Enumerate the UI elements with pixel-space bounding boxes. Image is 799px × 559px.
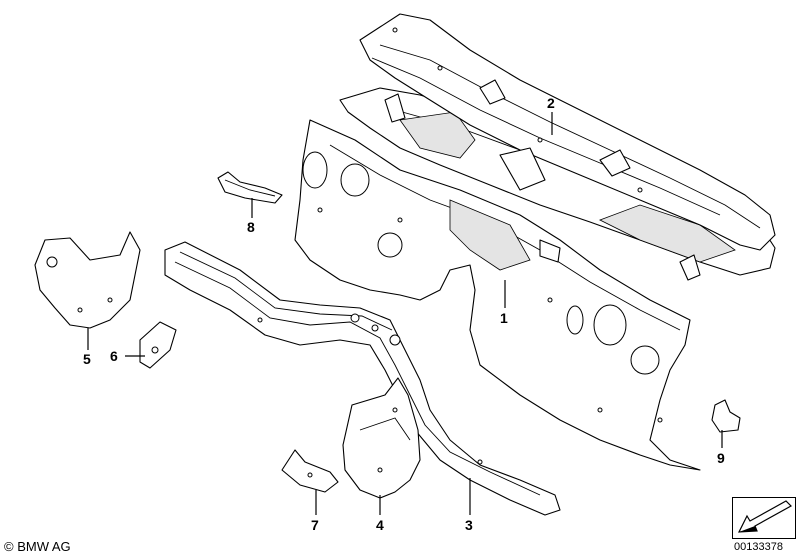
callout-6[interactable]: 6 <box>110 348 118 364</box>
part-5-bracket[interactable] <box>34 231 141 329</box>
part-4-wheel-arch-reinforcement[interactable] <box>342 377 421 499</box>
direction-arrow-icon <box>732 497 796 539</box>
copyright-text: © BMW AG <box>4 539 71 554</box>
part-9-bracket[interactable] <box>711 399 741 433</box>
part-8-bracket[interactable] <box>217 171 283 204</box>
callout-8[interactable]: 8 <box>247 219 255 235</box>
image-number: 00133378 <box>734 541 783 553</box>
part-1-bulkhead[interactable] <box>294 119 701 471</box>
callout-9[interactable]: 9 <box>717 450 725 466</box>
callout-7[interactable]: 7 <box>311 517 319 533</box>
part-7-bracket[interactable] <box>281 449 339 493</box>
part-3-longitudinal-member[interactable] <box>164 241 561 516</box>
callout-1[interactable]: 1 <box>500 310 508 326</box>
callout-3[interactable]: 3 <box>465 517 473 533</box>
callout-4[interactable]: 4 <box>376 517 384 533</box>
part-2-cowl-panel[interactable] <box>339 13 776 281</box>
part-6-small-bracket[interactable] <box>139 321 177 369</box>
callout-5[interactable]: 5 <box>83 351 91 367</box>
callout-2[interactable]: 2 <box>547 95 555 111</box>
